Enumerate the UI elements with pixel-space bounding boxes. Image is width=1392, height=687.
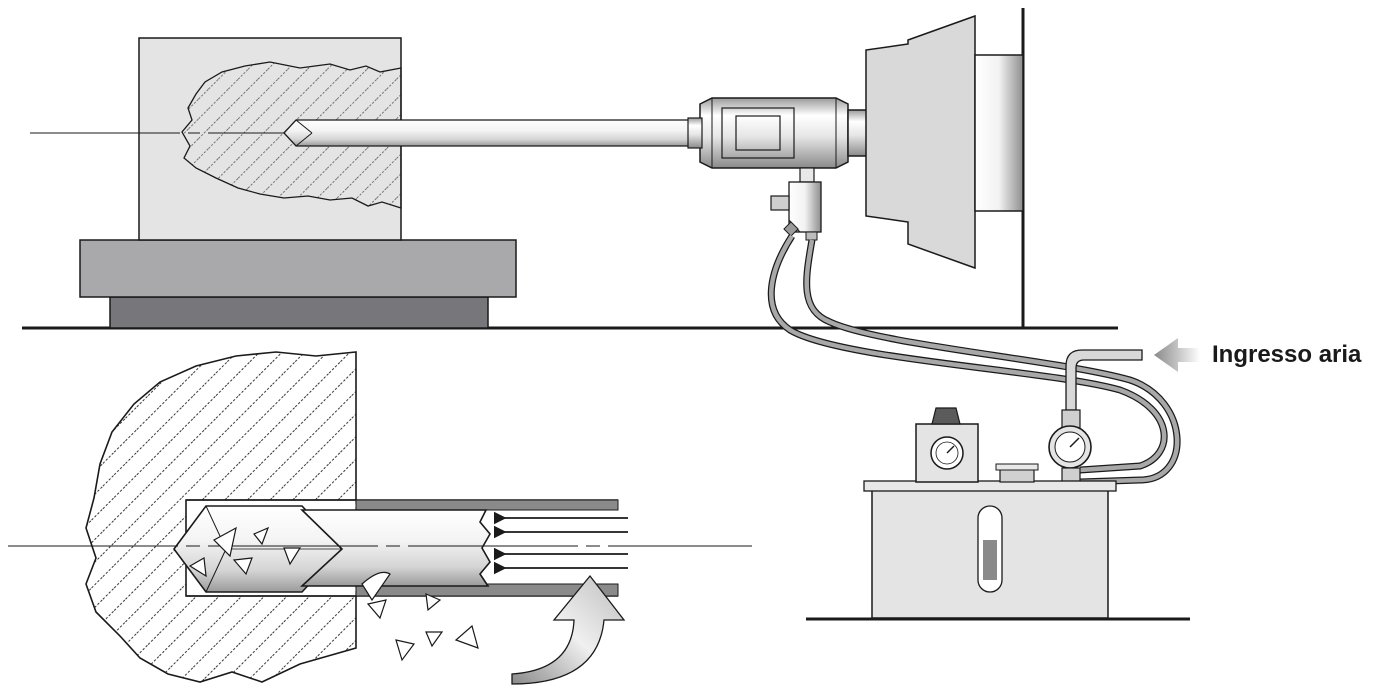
air-inlet-assembly	[1048, 338, 1200, 487]
air-inlet-arrow	[1154, 338, 1200, 372]
coolant-flow-arrows	[493, 511, 628, 575]
air-hoses	[767, 234, 1181, 486]
air-coupling-fitting	[770, 167, 822, 241]
drill-bit	[283, 119, 707, 147]
drill-detail-view	[8, 351, 752, 685]
table-base	[109, 296, 489, 329]
detail-workpiece-section	[85, 351, 357, 683]
spindle-head	[865, 14, 976, 270]
machine-table	[79, 239, 517, 298]
spindle-housing-drum	[974, 54, 1024, 212]
chips-in-flute	[188, 526, 302, 578]
ejected-chips	[361, 571, 479, 662]
machine-overview	[22, 8, 1181, 486]
lubricator-unit	[806, 407, 1190, 621]
chip-evacuation-arrow	[511, 574, 626, 685]
air-inlet-label: Ingresso aria	[1212, 341, 1362, 368]
